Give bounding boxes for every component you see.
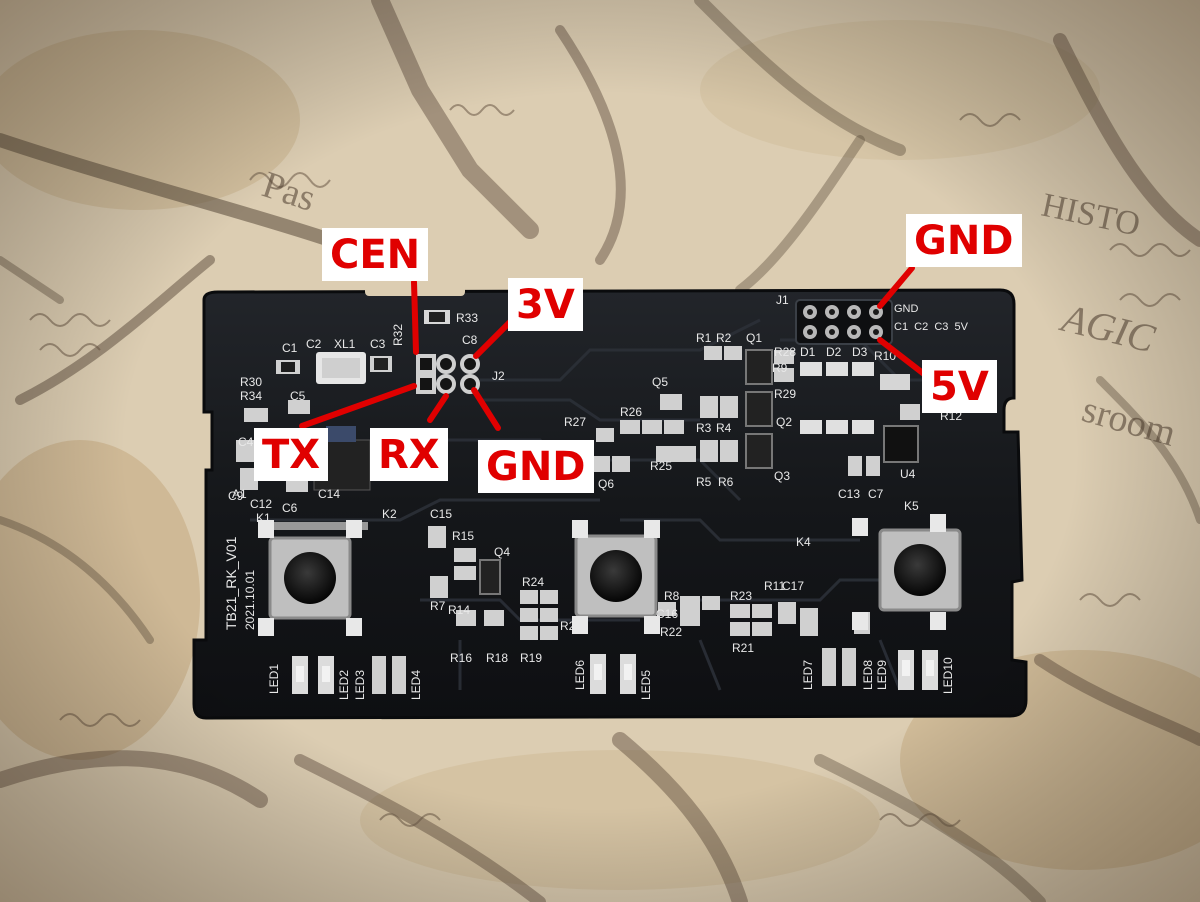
silk-a1: A1 bbox=[232, 487, 247, 501]
silk-r23: R23 bbox=[730, 589, 752, 603]
silk-r4: R4 bbox=[716, 421, 732, 435]
wire-rx bbox=[427, 393, 449, 423]
wire-5v bbox=[877, 337, 927, 377]
silk-r8: R8 bbox=[664, 589, 680, 603]
silk-r20: R20 bbox=[560, 619, 582, 633]
silk-r5: R5 bbox=[696, 475, 712, 489]
silk-header-top: GND bbox=[894, 303, 919, 315]
silk-k2: K2 bbox=[382, 507, 397, 521]
silk-r25: R25 bbox=[650, 459, 672, 473]
callout-gnd-header: GND bbox=[906, 214, 1022, 267]
silk-r2: R2 bbox=[716, 331, 732, 345]
silk-led10: LED10 bbox=[941, 657, 955, 694]
tactile-button-k1 bbox=[258, 520, 368, 636]
silk-c15: C15 bbox=[430, 507, 452, 521]
silk-k5: K5 bbox=[904, 499, 919, 513]
silk-c7: C7 bbox=[868, 487, 884, 501]
j2-pad-cen bbox=[416, 354, 436, 374]
j2-pad-tx bbox=[416, 374, 436, 394]
pcb-board: J1 J2 GND C1 C2 C3 5V XL1 C1 C2 C3 C4 C5… bbox=[192, 286, 1028, 720]
j2-pad-2 bbox=[436, 354, 456, 374]
tactile-button-k3 bbox=[572, 520, 660, 634]
silk-c14: C14 bbox=[318, 487, 340, 501]
silk-header-bottom: C1 C2 C3 5V bbox=[894, 321, 969, 333]
silk-c4: C4 bbox=[238, 435, 254, 449]
silk-xl1: XL1 bbox=[334, 337, 356, 351]
silk-d1: D1 bbox=[800, 345, 816, 359]
silk-board-id: TB21_RK_V01 bbox=[223, 536, 239, 630]
silk-c3: C3 bbox=[370, 337, 386, 351]
silk-r29: R29 bbox=[774, 387, 796, 401]
silk-u4: U4 bbox=[900, 467, 916, 481]
silk-c8: C8 bbox=[462, 333, 478, 347]
callout-5v: 5V bbox=[922, 360, 997, 413]
silk-j2: J2 bbox=[492, 369, 505, 383]
silk-r21: R21 bbox=[732, 641, 754, 655]
silk-k1: K1 bbox=[256, 511, 271, 525]
silk-d2: D2 bbox=[826, 345, 842, 359]
callout-tx: TX bbox=[254, 428, 329, 481]
silk-q6: Q6 bbox=[598, 477, 614, 491]
annotation-wires bbox=[299, 265, 927, 431]
silk-r16: R16 bbox=[450, 651, 472, 665]
silk-r9: R9 bbox=[772, 361, 788, 375]
silk-r34: R34 bbox=[240, 389, 262, 403]
j2-pad-rx bbox=[436, 374, 456, 394]
silk-c5: C5 bbox=[290, 389, 306, 403]
callout-3v: 3V bbox=[508, 278, 583, 331]
silk-r18: R18 bbox=[486, 651, 508, 665]
silk-led5: LED5 bbox=[639, 670, 653, 700]
silk-c17: C17 bbox=[782, 579, 804, 593]
silk-r30: R30 bbox=[240, 375, 262, 389]
silk-r19: R19 bbox=[520, 651, 542, 665]
wire-tx bbox=[299, 383, 417, 429]
silk-c16: C16 bbox=[656, 607, 678, 621]
silk-r1: R1 bbox=[696, 331, 712, 345]
silk-q5: Q5 bbox=[652, 375, 668, 389]
silk-r33: R33 bbox=[456, 311, 478, 325]
silk-r11: R11 bbox=[764, 579, 785, 593]
silk-r26: R26 bbox=[620, 405, 642, 419]
silk-r14: R14 bbox=[448, 603, 470, 617]
silk-led7: LED7 bbox=[801, 660, 815, 690]
silk-r22: R22 bbox=[660, 625, 682, 639]
silk-led9: LED9 bbox=[875, 660, 889, 690]
silk-c2: C2 bbox=[306, 337, 322, 351]
wire-cen bbox=[411, 279, 419, 355]
silk-date: 2021.10.01 bbox=[243, 570, 257, 630]
silk-led8: LED8 bbox=[861, 660, 875, 690]
silk-led1: LED1 bbox=[267, 664, 281, 694]
silk-led4: LED4 bbox=[409, 670, 423, 700]
silk-c12: C12 bbox=[250, 497, 272, 511]
silk-k4: K4 bbox=[796, 535, 811, 549]
silk-r15: R15 bbox=[452, 529, 474, 543]
silk-r3: R3 bbox=[696, 421, 712, 435]
silk-c6: C6 bbox=[282, 501, 298, 515]
silk-q3: Q3 bbox=[774, 469, 790, 483]
silk-r7: R7 bbox=[430, 599, 446, 613]
wire-3v bbox=[473, 317, 515, 359]
silk-r32: R32 bbox=[391, 324, 405, 346]
silk-led6: LED6 bbox=[573, 660, 587, 690]
silk-d3: D3 bbox=[852, 345, 868, 359]
silk-c13: C13 bbox=[838, 487, 860, 501]
callout-cen: CEN bbox=[322, 228, 429, 281]
silk-r24: R24 bbox=[522, 575, 544, 589]
wire-gnd-header bbox=[877, 265, 915, 309]
silk-q2: Q2 bbox=[776, 415, 792, 429]
silk-r27: R27 bbox=[564, 415, 586, 429]
silk-j1: J1 bbox=[776, 293, 789, 307]
silk-c1: C1 bbox=[282, 341, 298, 355]
silk-led2: LED2 bbox=[337, 670, 351, 700]
silk-led3: LED3 bbox=[353, 670, 367, 700]
wire-gnd-bottom bbox=[471, 387, 501, 431]
silk-r28: R28 bbox=[774, 345, 796, 359]
silk-q1: Q1 bbox=[746, 331, 762, 345]
silk-r6: R6 bbox=[718, 475, 734, 489]
silk-q4: Q4 bbox=[494, 545, 510, 559]
callout-rx: RX bbox=[370, 428, 448, 481]
callout-gnd-bottom: GND bbox=[478, 440, 594, 493]
